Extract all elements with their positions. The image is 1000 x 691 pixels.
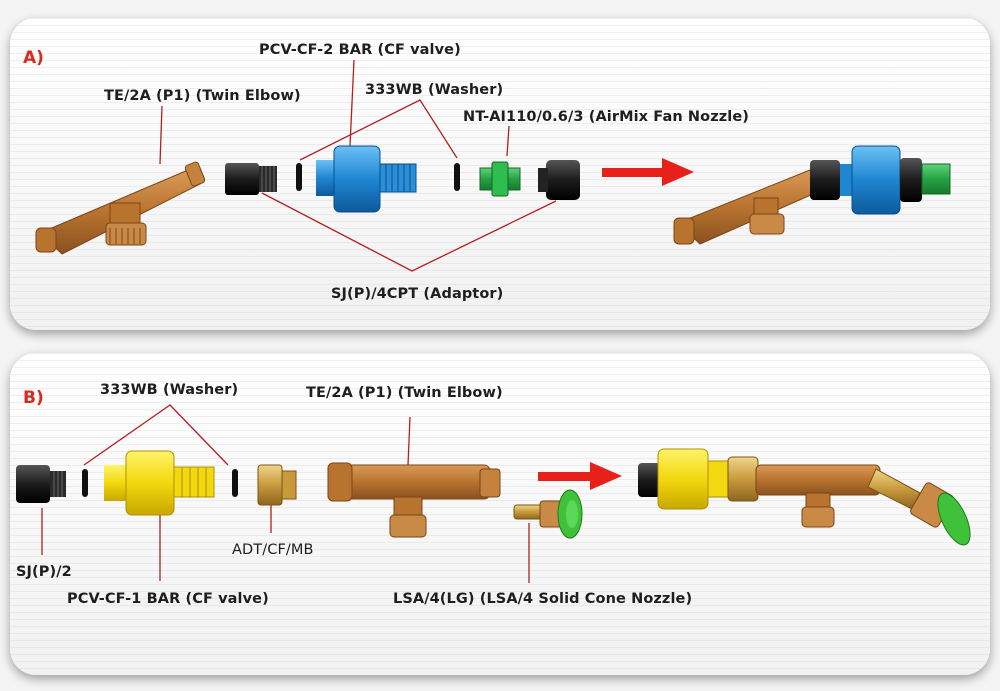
solid-cone-nozzle-part (513, 489, 583, 539)
arrow-icon (538, 462, 622, 490)
airmix-nozzle-part (479, 161, 521, 197)
assembled-a-part (673, 145, 951, 245)
washer-label: 333WB (Washer) (365, 82, 504, 98)
washer-part (296, 163, 302, 191)
twin-elbow-label: TE/2A (P1) (Twin Elbow) (104, 88, 301, 104)
leader-lines (159, 59, 557, 272)
panel-b: B) 333WB (Washer) TE/2A (P1) (Twin Elbow… (10, 353, 990, 675)
adt-label: ADT/CF/MB (232, 542, 314, 558)
panel-a-diagram (35, 59, 951, 272)
panel-b-tag: B) (23, 388, 44, 408)
panel-b-diagram (16, 404, 971, 583)
panel-a: A) TE/2A (P1) (Twin Elbow) PCV-CF-2 BAR … (10, 18, 990, 330)
adaptor-label: SJ(P)/4CPT (Adaptor) (331, 286, 504, 302)
adt-part (257, 464, 297, 506)
adaptor-cap-part (16, 465, 66, 503)
washer-part (454, 163, 460, 191)
adaptor-cap-part (538, 160, 580, 200)
nozzle-label: NT-AI110/0.6/3 (AirMix Fan Nozzle) (463, 109, 750, 125)
cf-valve-label: PCV-CF-1 BAR (CF valve) (67, 591, 269, 607)
panel-a-tag: A) (23, 48, 44, 68)
twin-elbow-label: TE/2A (P1) (Twin Elbow) (306, 385, 503, 401)
washer-part (232, 469, 238, 497)
cf-valve-label: PCV-CF-2 BAR (CF valve) (259, 42, 461, 58)
assembled-b-part (638, 448, 971, 546)
cf-valve-part (104, 450, 215, 516)
twin-elbow-part (35, 161, 206, 255)
washer-label: 333WB (Washer) (100, 382, 239, 398)
twin-elbow-part (327, 462, 501, 538)
arrow-icon (602, 158, 694, 186)
adaptor-part (225, 163, 277, 195)
nozzle-label: LSA/4(LG) (LSA/4 Solid Cone Nozzle) (393, 591, 693, 607)
leader-lines (41, 404, 530, 583)
washer-part (82, 469, 88, 497)
adaptor-cap-label: SJ(P)/2 (16, 564, 72, 580)
cf-valve-part (316, 145, 417, 213)
